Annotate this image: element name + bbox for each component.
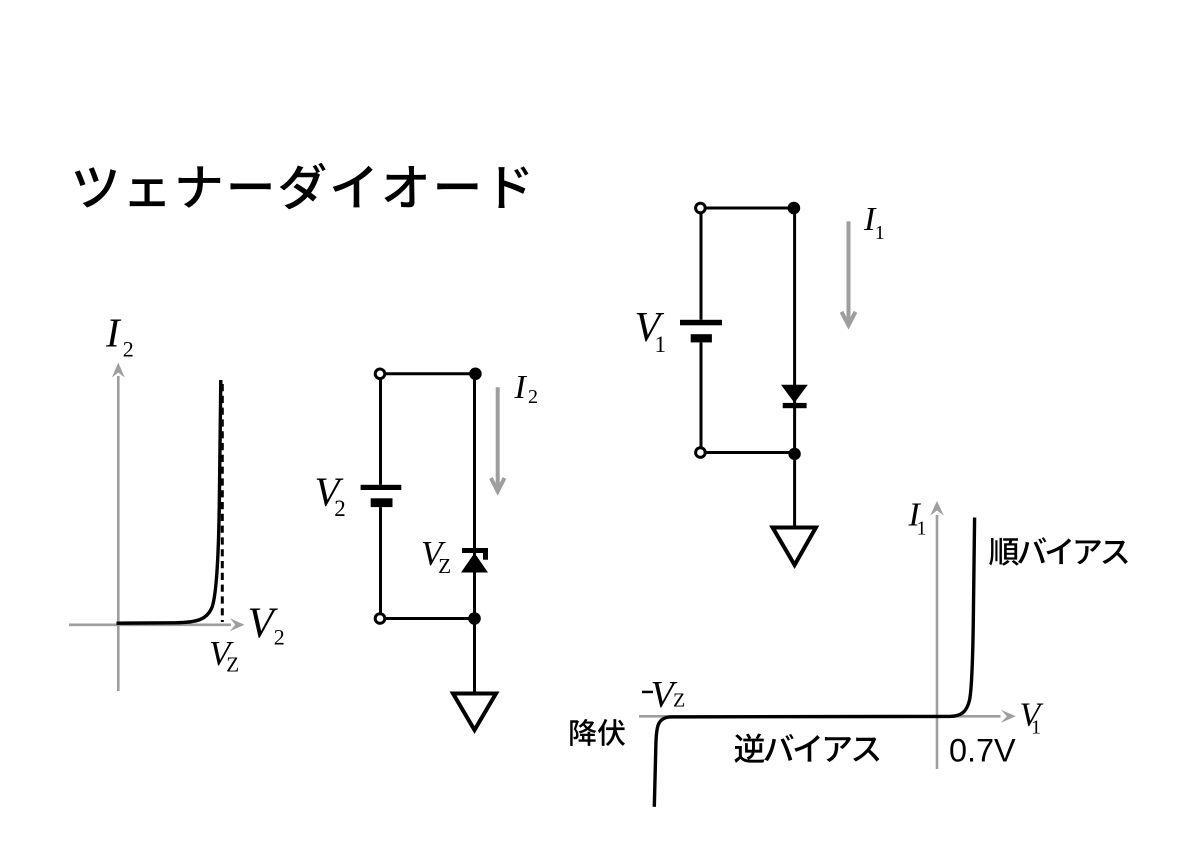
svg-text:Z: Z (226, 653, 239, 677)
svg-text:V: V (421, 534, 446, 573)
svg-text:1: 1 (655, 332, 667, 357)
svg-text:Z: Z (438, 554, 451, 578)
svg-text:2: 2 (528, 386, 538, 408)
svg-text:1: 1 (875, 222, 885, 244)
svg-text:V: V (248, 600, 279, 647)
svg-text:1: 1 (1031, 717, 1041, 739)
svg-text:Z: Z (673, 690, 685, 712)
svg-text:V: V (209, 634, 234, 673)
svg-text:2: 2 (334, 496, 346, 521)
svg-text:1: 1 (917, 519, 927, 540)
svg-text:2: 2 (274, 625, 285, 650)
svg-text:I: I (863, 201, 877, 238)
svg-text:0.7V: 0.7V (949, 733, 1016, 769)
svg-text:I: I (514, 369, 528, 406)
svg-text:2: 2 (123, 337, 134, 362)
svg-text:I: I (105, 310, 122, 356)
svg-text:V: V (651, 674, 678, 716)
svg-text:I: I (908, 497, 922, 534)
svg-text:V: V (635, 305, 665, 351)
svg-text:V: V (315, 469, 344, 515)
